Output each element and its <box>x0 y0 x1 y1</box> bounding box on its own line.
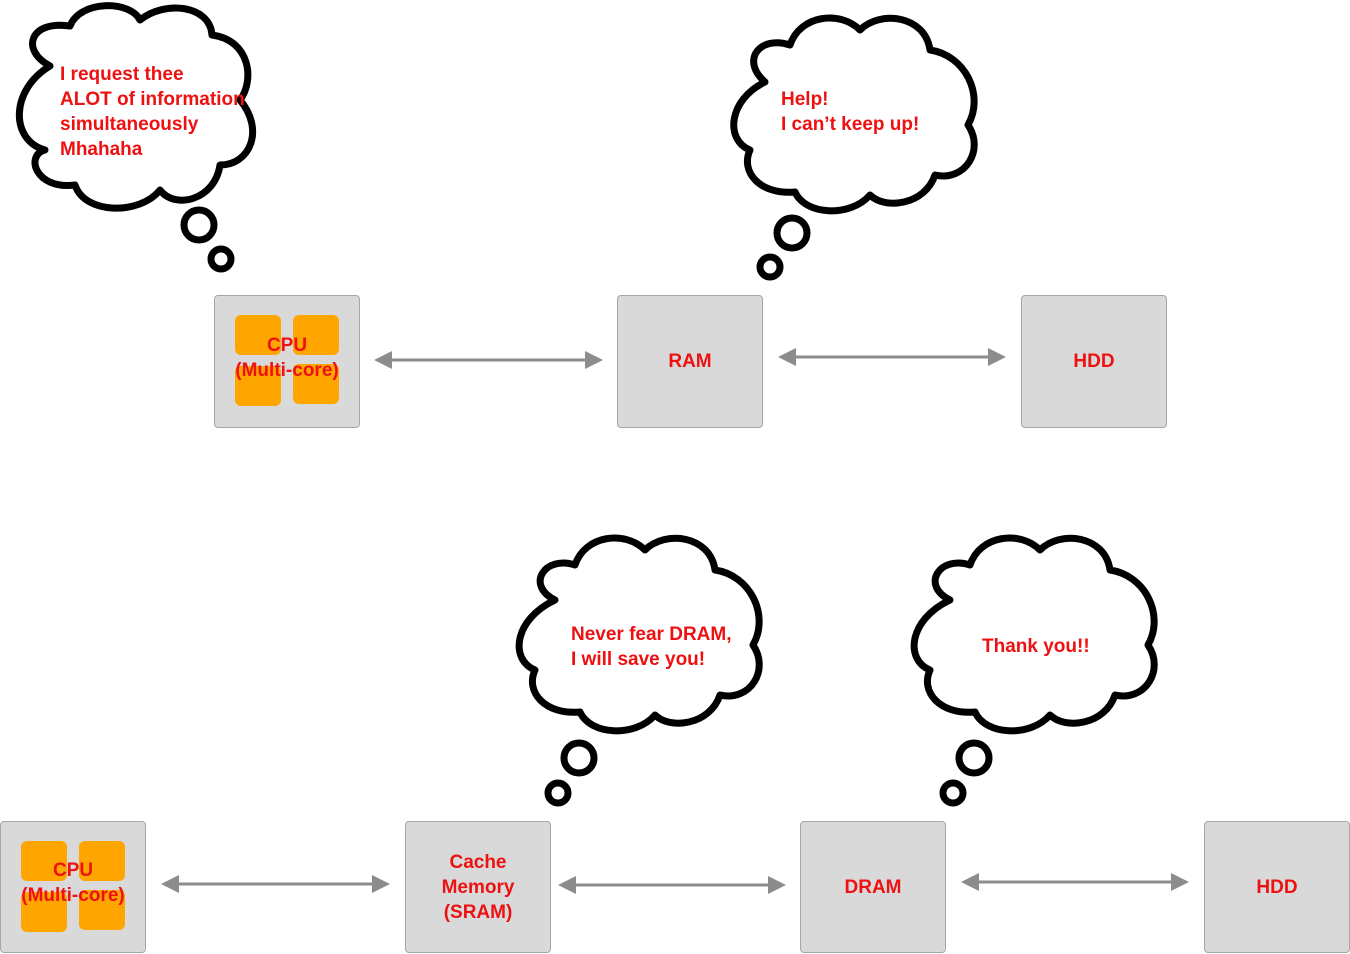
dram-thought-text: Thank you!! <box>982 636 1090 657</box>
cpu-core <box>79 890 125 930</box>
thought-cloud-ram <box>730 14 978 281</box>
hdd-label: HDD <box>1073 351 1115 372</box>
cache-label: Cache Memory (SRAM) <box>441 851 515 923</box>
cpu-label: CPU (Multi-core) <box>235 334 339 381</box>
cpu-core <box>235 366 281 406</box>
thought-cloud-dram <box>910 534 1158 807</box>
hdd-box-bottom: HDD <box>1204 821 1350 953</box>
cpu-core <box>235 315 281 355</box>
cpu-thought-text: I request thee ALOT of information simul… <box>60 64 245 160</box>
cpu-core <box>293 364 339 404</box>
dram-label: DRAM <box>844 876 902 898</box>
hdd-label: HDD <box>1256 876 1298 898</box>
cpu-core <box>293 315 339 355</box>
hdd-box-top: HDD <box>1021 295 1167 428</box>
cache-box: Cache Memory (SRAM) <box>405 821 551 953</box>
ram-thought-text: Help! I can’t keep up! <box>781 89 920 135</box>
cpu-core <box>79 841 125 881</box>
thought-cloud-cache <box>515 534 763 807</box>
ram-label: RAM <box>668 351 712 372</box>
cpu-box-top: CPU (Multi-core) <box>214 295 360 428</box>
cpu-core <box>21 841 67 881</box>
cache-thought-text: Never fear DRAM, I will save you! <box>571 624 732 670</box>
dram-box: DRAM <box>800 821 946 953</box>
cpu-core <box>21 892 67 932</box>
cpu-label: CPU (Multi-core) <box>21 860 125 906</box>
cpu-box-bottom: CPU (Multi-core) <box>0 821 146 953</box>
thought-cloud-cpu-top <box>15 2 257 273</box>
ram-box: RAM <box>617 295 763 428</box>
